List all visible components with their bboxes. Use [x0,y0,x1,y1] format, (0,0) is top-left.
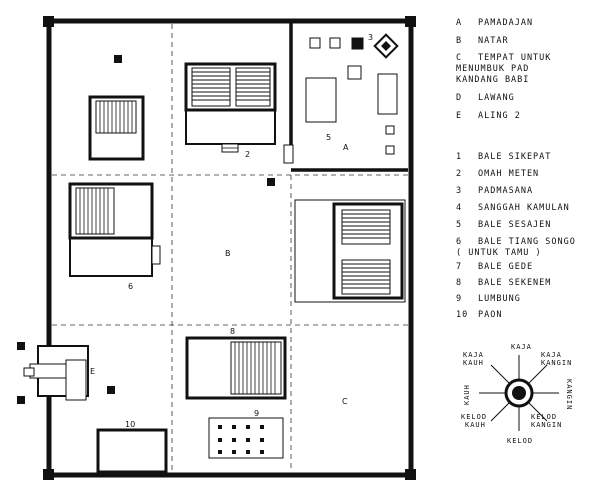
compass-kelod-kauh-2: KAUH [465,421,486,429]
pamerajan-gate [283,144,294,164]
corner-post [405,16,416,27]
compass-center [512,386,526,400]
compass-kaja-kauh-1: KAJA [463,351,484,359]
outer-wall [46,18,414,478]
compass-kelod: KELOD [507,437,533,445]
compass-kelod-kangin-2: KANGIN [531,421,562,429]
pamerajan-wall [289,23,408,172]
paon [96,428,168,474]
bale-tiang-songo [68,182,161,277]
gate-post [17,396,25,404]
label-6: 6 [128,282,133,291]
shrines [305,33,399,155]
compass-kauh: KAUH [463,384,471,405]
label-C: C [342,397,348,406]
compass-kaja-kangin-1: KAJA [541,351,562,359]
compass-kaja-kauh-2: KAUH [463,359,484,367]
label-2: 2 [245,150,250,159]
compass-kelod-kauh-1: KELOD [461,413,487,421]
label-B: B [225,249,231,258]
label-A: A [343,143,349,152]
post [107,386,115,394]
post [114,55,122,63]
gate-post [17,342,25,350]
label-9: 9 [254,409,259,418]
corner-post [405,469,416,480]
post [267,178,275,186]
label-E: E [90,367,95,376]
omah-meten [184,62,277,153]
compass-kaja-kangin-2: KANGIN [541,359,572,367]
compass-spokes [479,355,559,431]
bale-gede [294,199,406,303]
lumbung [208,417,284,459]
bale-sikepat [88,95,145,161]
plan-labels: A B C E 2 3 5 6 8 9 10 [90,33,373,429]
bale-sekenem [185,336,287,400]
compass-kangin: KANGIN [565,379,573,410]
grid-dashed-lines [52,24,408,472]
corner-post [43,469,54,480]
label-5: 5 [326,133,331,142]
corner-post [43,16,54,27]
compass-kaja: KAJA [511,343,532,351]
compass-kelod-kangin-1: KELOD [531,413,557,421]
label-10: 10 [125,420,135,429]
aling-aling-gate [23,345,89,401]
compass-rose: KAJA KELOD KAUH KANGIN KAJA KAUH KAJA KA… [461,343,573,445]
label-3: 3 [368,33,373,42]
label-8: 8 [230,327,235,336]
